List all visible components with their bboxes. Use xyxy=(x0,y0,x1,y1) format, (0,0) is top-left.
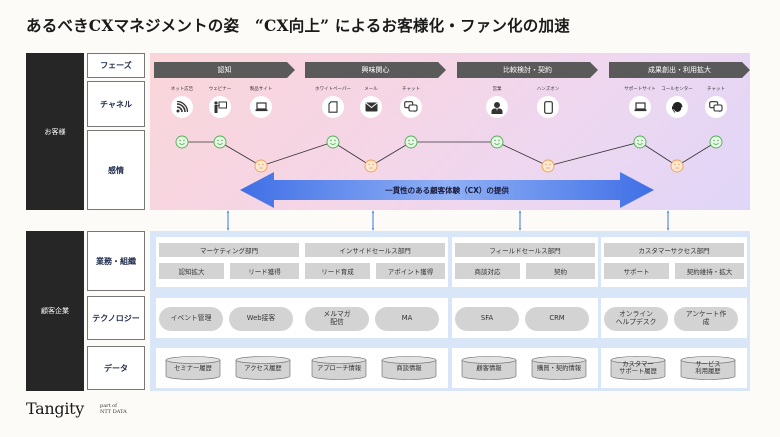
channel-label: ネット広告 xyxy=(170,87,194,92)
tagline-line1: part of xyxy=(100,403,118,409)
row-label-channel: チャネル xyxy=(87,81,145,127)
data-store: 顧客情報 xyxy=(461,356,517,380)
data-store-label: サービス 利用履歴 xyxy=(695,361,721,375)
phase-success: 成果創出・利用拡大 xyxy=(609,62,750,78)
chat-icon xyxy=(705,96,727,118)
technology-pill: メルマガ 配信 xyxy=(305,307,369,331)
channel-label: ハンズオン xyxy=(536,87,560,92)
phase-consideration: 比較検討・契約 xyxy=(457,62,598,78)
channel-label: 営業 xyxy=(492,87,502,92)
row-label-business: 業務・組織 xyxy=(87,231,145,291)
department-task: アポイント獲得 xyxy=(376,263,445,279)
connector-arrow xyxy=(519,210,521,231)
data-store: 購買・契約情報 xyxy=(531,356,587,380)
tagline-line2: NTT DATA xyxy=(100,408,127,415)
row-label-emotion: 感情 xyxy=(87,130,145,210)
department-task: 商談対応 xyxy=(455,263,520,279)
data-store-label: 商談情報 xyxy=(396,364,422,372)
section-customer-label: お客様 xyxy=(44,127,66,136)
section-company: 顧客企業 xyxy=(26,231,84,391)
technology-pill: Web接客 xyxy=(229,307,293,331)
ntt-data-tagline: part of NTT DATA xyxy=(100,403,127,415)
department-task: リード獲得 xyxy=(230,263,299,279)
channel-label: ウェビナー xyxy=(208,87,232,92)
technology-pill: CRM xyxy=(525,307,589,331)
technology-pill: SFA xyxy=(455,307,519,331)
department-task: リード育成 xyxy=(305,263,370,279)
mail-icon xyxy=(360,96,382,118)
channel-label: サポートサイト xyxy=(624,87,656,92)
connector-arrow xyxy=(667,210,669,231)
data-store-label: アクセス履歴 xyxy=(244,364,282,372)
row-label-data: データ xyxy=(87,346,145,390)
technology-pill: イベント管理 xyxy=(159,307,223,331)
data-store: サービス 利用履歴 xyxy=(680,356,736,380)
presenter-icon xyxy=(209,96,231,118)
technology-pill: オンライン ヘルプデスク xyxy=(604,307,668,331)
data-store: カスタマー サポート履歴 xyxy=(610,356,666,380)
connector-arrow xyxy=(227,210,229,231)
laptop-icon xyxy=(250,96,272,118)
data-store: 商談情報 xyxy=(381,356,437,380)
data-store: アクセス履歴 xyxy=(235,356,291,380)
data-store-label: 顧客情報 xyxy=(476,364,502,372)
department-task: 契約 xyxy=(526,263,595,279)
department-name: カスタマーサクセス部門 xyxy=(604,243,744,257)
technology-pill: MA xyxy=(375,307,439,331)
laptop-icon xyxy=(629,96,651,118)
phase-interest: 興味関心 xyxy=(305,62,446,78)
data-store: アプローチ情報 xyxy=(311,356,367,380)
technology-pill: アンケート作 成 xyxy=(674,307,738,331)
row-label-phase: フェーズ xyxy=(87,53,145,78)
department-name: フィールドセールス部門 xyxy=(455,243,595,257)
channel-label: メール xyxy=(364,87,378,92)
channel-label: チャット xyxy=(402,87,420,92)
cx-banner-text: 一貫性のある顧客体験（CX）の提供 xyxy=(385,185,509,195)
data-store-label: 購買・契約情報 xyxy=(536,364,582,372)
page-title: あるべきCXマネジメントの姿 “CX向上” によるお客様化・ファン化の加速 xyxy=(26,16,570,35)
department-name: マーケティング部門 xyxy=(159,243,299,257)
document-icon xyxy=(322,96,344,118)
department-task: 契約維持・拡大 xyxy=(675,263,744,279)
rss-icon xyxy=(171,96,193,118)
data-store-label: セミナー履歴 xyxy=(174,364,212,372)
channel-label: 製品サイト xyxy=(249,87,273,92)
data-store-label: アプローチ情報 xyxy=(316,364,362,372)
channel-label: ホワイトペーパー xyxy=(315,87,351,92)
section-company-label: 顧客企業 xyxy=(41,307,69,315)
tablet-icon xyxy=(537,96,559,118)
cx-double-arrow xyxy=(240,172,654,208)
connector-arrow xyxy=(372,210,374,231)
data-store: セミナー履歴 xyxy=(165,356,221,380)
section-customer: お客様 xyxy=(26,53,84,210)
salesperson-icon xyxy=(486,96,508,118)
chat-icon xyxy=(400,96,422,118)
channel-label: チャット xyxy=(707,87,725,92)
row-label-technology: テクノロジー xyxy=(87,296,145,340)
phase-awareness: 認知 xyxy=(154,62,295,78)
department-task: サポート xyxy=(604,263,669,279)
headset-icon xyxy=(666,96,688,118)
department-task: 認知拡大 xyxy=(159,263,224,279)
tangity-logo: Tangity xyxy=(26,399,85,418)
department-name: インサイドセールス部門 xyxy=(305,243,445,257)
channel-label: コールセンター xyxy=(661,87,693,92)
data-store-label: カスタマー サポート履歴 xyxy=(619,361,657,375)
